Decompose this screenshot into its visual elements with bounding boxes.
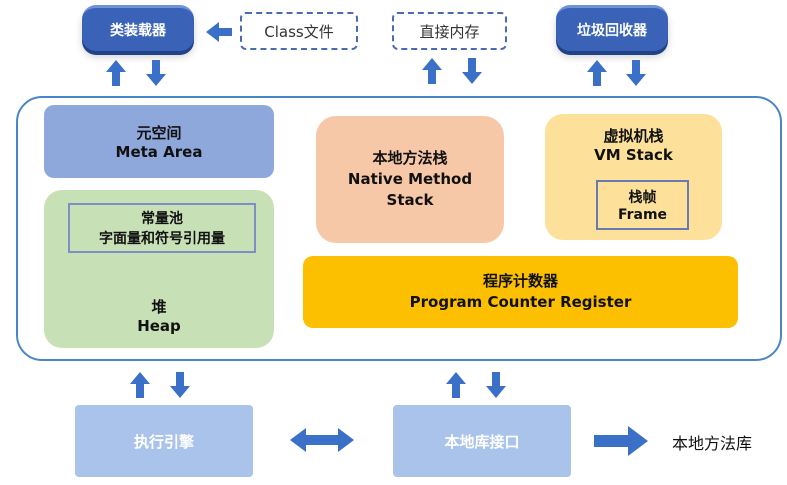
- arrow-down-icon: [170, 372, 190, 398]
- vm-stack-cn: 虚拟机栈: [603, 126, 664, 145]
- stack-frame-cn: 栈帧: [628, 190, 657, 206]
- class-loader-label: 类装载器: [110, 22, 166, 39]
- heap-en: Heap: [137, 316, 181, 335]
- double-arrow-icon: [290, 428, 354, 452]
- stack-frame-box: 栈帧 Frame: [596, 180, 689, 230]
- arrow-up-icon: [446, 372, 466, 398]
- arrow-up-icon: [130, 372, 150, 398]
- meta-area-cn: 元空间: [136, 124, 182, 142]
- garbage-collector-label: 垃圾回收器: [577, 22, 647, 39]
- arrow-down-icon: [146, 60, 166, 86]
- class-file-box: Class文件: [240, 12, 358, 50]
- native-library-label: 本地方法库: [672, 434, 753, 453]
- native-stack-en1: Native Method: [347, 170, 473, 188]
- execution-engine-label: 执行引擎: [133, 432, 194, 451]
- direct-memory-label: 直接内存: [419, 22, 480, 41]
- constant-pool-box: 常量池 字面量和符号引用量: [68, 203, 256, 253]
- native-library-text: 本地方法库: [672, 427, 787, 457]
- native-interface-box: 本地库接口: [393, 405, 571, 477]
- garbage-collector-box: 垃圾回收器: [556, 5, 668, 51]
- native-stack-cn: 本地方法栈: [372, 149, 448, 167]
- program-counter-en: Program Counter Register: [409, 293, 632, 311]
- arrow-left-icon: [206, 22, 232, 42]
- native-stack-en2: Stack: [386, 191, 434, 209]
- program-counter-cn: 程序计数器: [482, 272, 558, 290]
- meta-area-box: 元空间 Meta Area: [44, 105, 274, 178]
- arrow-down-icon: [626, 60, 646, 86]
- arrow-right-icon: [594, 426, 648, 456]
- arrow-up-icon: [422, 58, 442, 84]
- program-counter-box: 程序计数器 Program Counter Register: [303, 256, 738, 328]
- stack-frame-en: Frame: [617, 207, 668, 223]
- meta-area-en: Meta Area: [115, 143, 203, 161]
- class-loader-box: 类装载器: [82, 5, 194, 51]
- arrow-up-icon: [106, 60, 126, 86]
- vm-stack-title: 虚拟机栈 VM Stack: [545, 124, 722, 164]
- native-method-stack-box: 本地方法栈 Native Method Stack: [316, 116, 504, 243]
- execution-engine-box: 执行引擎: [75, 405, 253, 477]
- arrow-down-icon: [486, 372, 506, 398]
- heap-cn: 堆: [151, 297, 167, 316]
- arrow-up-icon: [587, 60, 607, 86]
- constant-pool-sub: 字面量和符号引用量: [99, 231, 225, 247]
- heap-label: 堆 Heap: [44, 295, 274, 335]
- arrow-down-icon: [462, 58, 482, 84]
- native-interface-label: 本地库接口: [444, 432, 520, 451]
- class-file-label: Class文件: [264, 22, 334, 41]
- direct-memory-box: 直接内存: [392, 12, 507, 50]
- constant-pool-cn: 常量池: [141, 211, 183, 227]
- vm-stack-en: VM Stack: [594, 145, 673, 164]
